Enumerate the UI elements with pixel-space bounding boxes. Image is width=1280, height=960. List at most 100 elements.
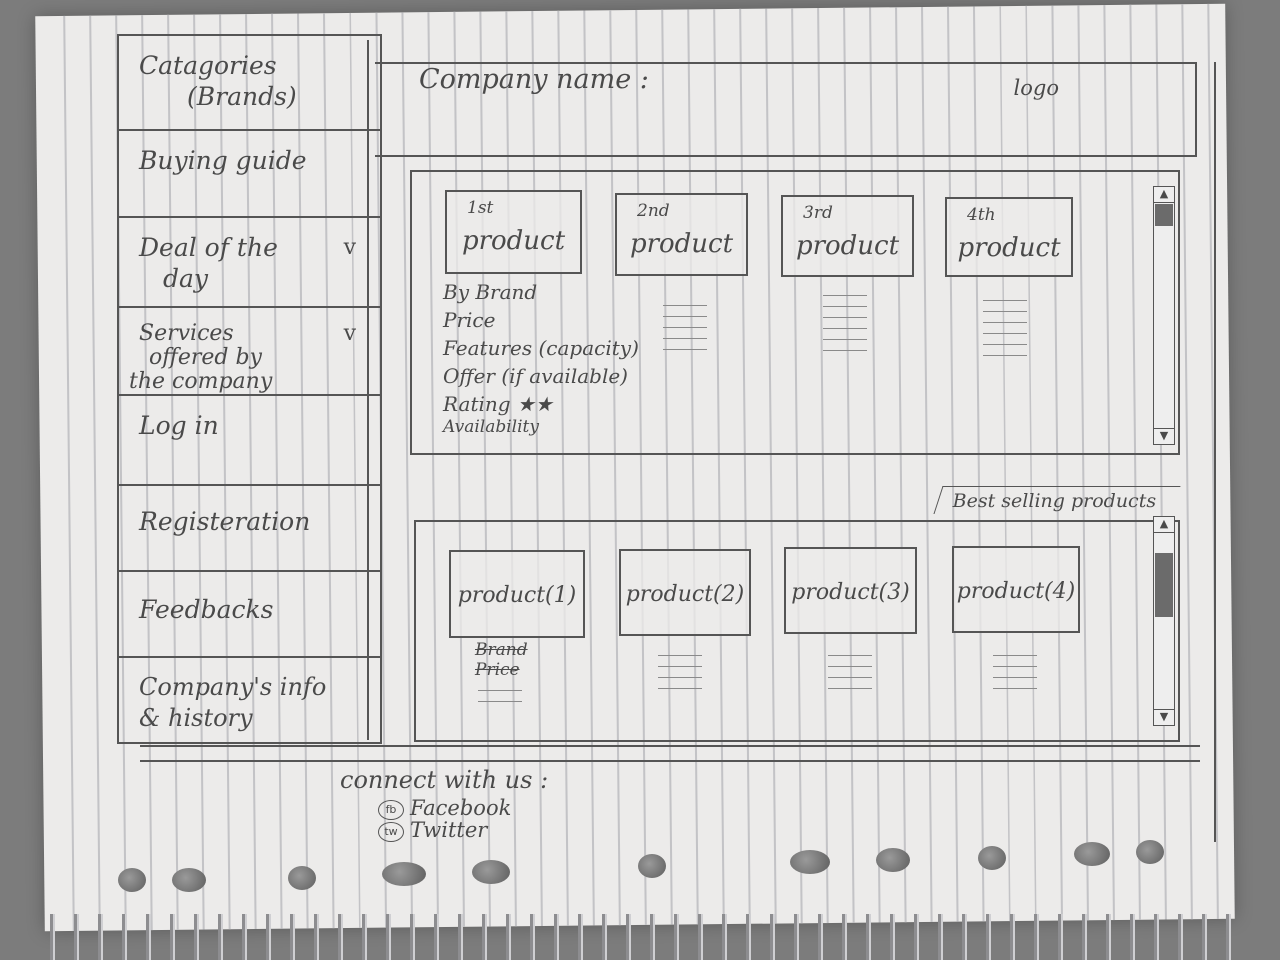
- product-card[interactable]: 4th product: [945, 197, 1073, 277]
- scrollbar[interactable]: ▲ ▼: [1153, 186, 1175, 445]
- product-rank: 3rd: [803, 203, 833, 223]
- best-selling-card[interactable]: product(3): [784, 547, 917, 634]
- twitter-label: Twitter: [410, 818, 488, 842]
- best-selling-title: Best selling products: [952, 490, 1157, 512]
- product-availability: Availability: [443, 417, 539, 437]
- placeholder-details: [650, 645, 710, 699]
- scrollbar-thumb[interactable]: [1155, 204, 1173, 226]
- sidebar-item-registration[interactable]: Registeration: [119, 486, 380, 572]
- product-name: product: [795, 231, 900, 261]
- product-details: By Brand Price Features (capacity) Offer…: [443, 278, 639, 436]
- logo[interactable]: logo: [1013, 76, 1059, 100]
- product-features: Features (capacity): [443, 336, 639, 360]
- product-rating: Rating ★★: [443, 392, 553, 416]
- divider: [1195, 62, 1197, 157]
- divider: [140, 760, 1200, 762]
- sidebar-item-sublabel: (Brands): [187, 82, 297, 111]
- placeholder-details: [470, 680, 530, 712]
- product-name: product(4): [956, 579, 1076, 604]
- sidebar-item-label: Buying guide: [139, 146, 307, 175]
- divider: [375, 62, 1197, 64]
- hole-icon: [876, 848, 910, 872]
- sidebar-item-label: Deal of the: [139, 233, 278, 262]
- sidebar-item-label: Services: [139, 321, 234, 346]
- best-selling-card[interactable]: product(1): [449, 550, 585, 638]
- product-rank: 2nd: [637, 201, 670, 221]
- scrollbar[interactable]: ▲ ▼: [1153, 516, 1175, 726]
- product-offer: Offer (if available): [443, 364, 628, 388]
- facebook-link[interactable]: fb Facebook: [378, 796, 511, 820]
- product-name: product: [629, 229, 734, 259]
- company-name: Company name :: [419, 64, 649, 95]
- sidebar-item-buying-guide[interactable]: Buying guide: [119, 131, 380, 218]
- product-name: product(1): [457, 583, 577, 608]
- sidebar-item-label: Log in: [139, 411, 219, 440]
- sidebar-item-categories[interactable]: Catagories (Brands): [119, 36, 380, 131]
- hole-icon: [978, 846, 1006, 870]
- sidebar-item-log-in[interactable]: Log in: [119, 396, 380, 486]
- hole-icon: [1074, 842, 1110, 866]
- divider: [140, 745, 1200, 747]
- hole-icon: [118, 868, 146, 892]
- divider: [367, 40, 369, 740]
- scroll-down-icon[interactable]: ▼: [1154, 428, 1174, 444]
- chevron-down-icon[interactable]: v: [343, 235, 356, 260]
- hole-icon: [288, 866, 316, 890]
- product-name: product: [957, 233, 1061, 263]
- product-brand: Brand: [475, 640, 528, 660]
- facebook-label: Facebook: [410, 796, 512, 820]
- product-card[interactable]: 3rd product: [781, 195, 914, 277]
- hole-icon: [172, 868, 206, 892]
- product-name: product(2): [625, 582, 745, 607]
- sidebar-item-company-info[interactable]: Company's info & history: [119, 658, 380, 742]
- hole-icon: [382, 862, 426, 886]
- scroll-up-icon[interactable]: ▲: [1154, 187, 1174, 203]
- product-card[interactable]: 2nd product: [615, 193, 748, 276]
- twitter-link[interactable]: tw Twitter: [378, 818, 487, 842]
- product-brand: By Brand: [443, 280, 538, 304]
- sidebar-item-sublabel: the company: [129, 369, 273, 394]
- best-selling-card[interactable]: product(4): [952, 546, 1080, 633]
- sidebar-item-sublabel: offered by: [149, 345, 262, 370]
- divider: [1214, 62, 1216, 842]
- product-name: product(3): [791, 580, 910, 605]
- placeholder-details: [815, 285, 875, 361]
- facebook-icon: fb: [378, 799, 404, 820]
- product-price: Price: [475, 660, 520, 680]
- hole-icon: [638, 854, 666, 878]
- sidebar-item-label: Company's info: [139, 673, 327, 701]
- hole-icon: [790, 850, 830, 874]
- sidebar-item-feedbacks[interactable]: Feedbacks: [119, 572, 380, 658]
- sidebar-item-sublabel: & history: [139, 704, 253, 732]
- connect-heading: connect with us :: [340, 766, 549, 794]
- sidebar-item-services[interactable]: Services offered by the company v: [119, 308, 380, 396]
- best-selling-tab[interactable]: Best selling products: [933, 486, 1181, 514]
- spiral-binding: [40, 914, 1240, 960]
- scrollbar-thumb[interactable]: [1155, 553, 1173, 617]
- best-selling-panel: ▲ ▼: [414, 516, 1180, 742]
- product-card[interactable]: 1st product: [445, 190, 582, 274]
- scroll-up-icon[interactable]: ▲: [1154, 517, 1174, 533]
- placeholder-details: [655, 295, 715, 360]
- best-selling-card[interactable]: product(2): [619, 549, 751, 636]
- sidebar-item-sublabel: day: [163, 264, 209, 293]
- scroll-down-icon[interactable]: ▼: [1154, 709, 1174, 725]
- sidebar-item-deal-of-the-day[interactable]: Deal of the day v: [119, 218, 380, 308]
- sidebar: Catagories (Brands) Buying guide Deal of…: [117, 34, 382, 744]
- hole-icon: [472, 860, 510, 884]
- placeholder-details: [820, 645, 880, 699]
- divider: [375, 155, 1197, 157]
- product-rank: 4th: [967, 205, 996, 225]
- product-rank: 1st: [467, 198, 494, 218]
- placeholder-details: [975, 290, 1035, 366]
- sidebar-item-label: Registeration: [139, 507, 311, 536]
- product-price: Price: [443, 308, 496, 332]
- featured-products-panel: ▲ ▼: [410, 170, 1180, 455]
- chevron-down-icon[interactable]: v: [343, 321, 356, 346]
- sidebar-item-label: Feedbacks: [139, 595, 274, 624]
- product-name: product: [461, 226, 566, 256]
- twitter-icon: tw: [378, 821, 404, 842]
- sidebar-item-label: Catagories: [139, 51, 277, 80]
- header: Company name : logo: [375, 62, 1197, 157]
- hole-icon: [1136, 840, 1164, 864]
